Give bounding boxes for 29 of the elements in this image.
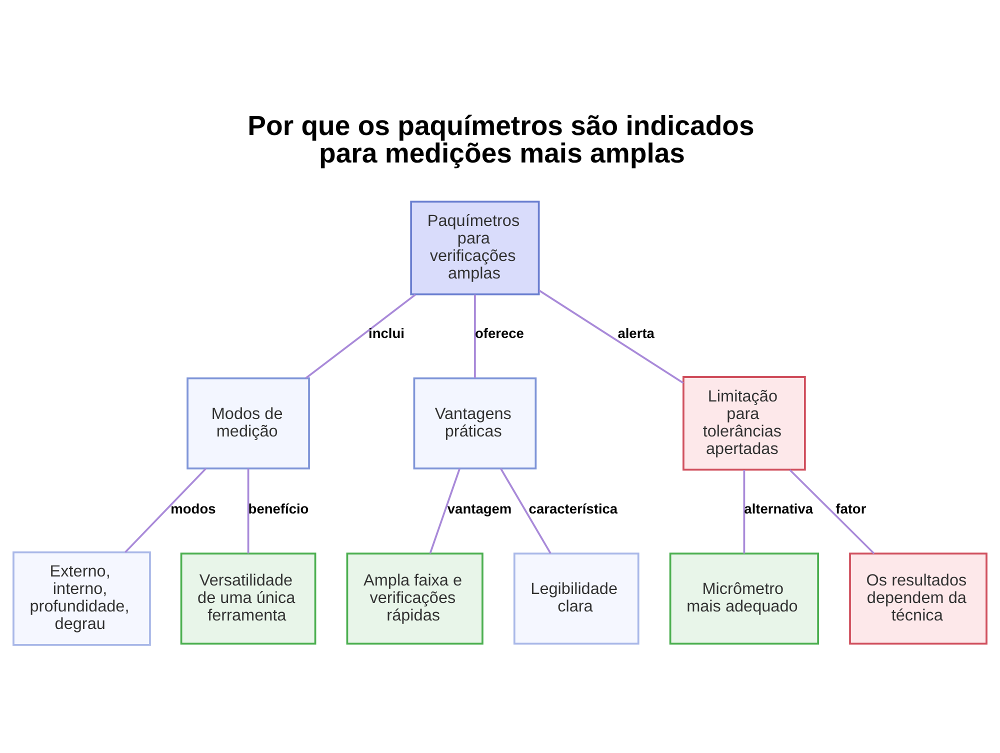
edge-label: fator — [836, 500, 866, 516]
node-box: Externo, interno, profundidade, degrau — [12, 550, 151, 646]
connector — [474, 294, 476, 378]
connector — [429, 468, 461, 554]
node-box: Limitação para tolerâncias apertadas — [682, 376, 806, 470]
edge-label: vantagem — [447, 500, 512, 516]
connector — [500, 468, 552, 554]
node-box: Modos de medição — [186, 376, 310, 469]
edge-label: oferece — [474, 325, 524, 340]
edge-label: modos — [170, 500, 216, 516]
node-box: Ampla faixa e verificações rápidas — [346, 552, 484, 644]
edge-label: inclui — [368, 325, 404, 340]
edge-label: característica — [528, 500, 618, 516]
connector — [743, 470, 746, 553]
edge-label: benefício — [248, 500, 309, 516]
edge-label: alternativa — [744, 500, 814, 516]
connector — [789, 468, 875, 554]
connector — [124, 468, 206, 552]
node-box: Paquímetros para verificações amplas — [410, 200, 540, 295]
diagram-title: Por que os paquímetros são indicados para medições mais amplas — [248, 109, 754, 168]
node-box: Os resultados dependem da técnica — [849, 552, 988, 644]
connector — [305, 293, 416, 378]
connector — [538, 289, 684, 384]
node-box: Legibilidade clara — [513, 552, 640, 644]
node-box: Micrômetro mais adequado — [669, 552, 820, 644]
connector — [247, 468, 250, 553]
node-box: Versatilidade de uma única ferramenta — [180, 552, 316, 644]
node-box: Vantagens práticas — [413, 376, 537, 469]
edge-label: alerta — [618, 325, 654, 340]
